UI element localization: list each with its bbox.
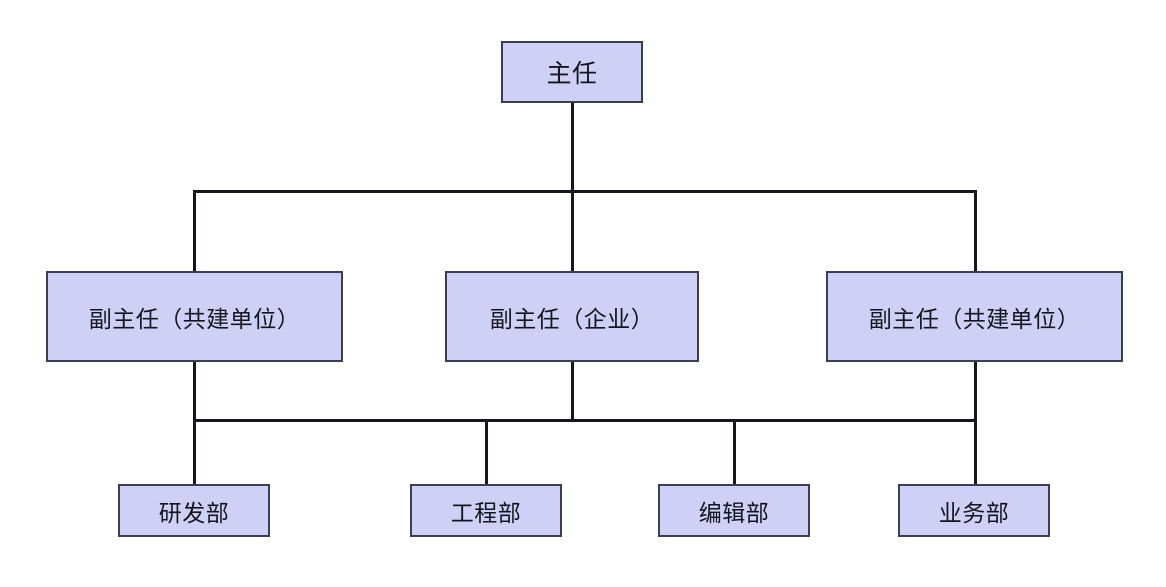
node-vice-director-enterprise[interactable]: 副主任（企业） <box>445 271 699 362</box>
connector-drop-vice-mid <box>571 190 574 273</box>
node-vice-director-joint-right[interactable]: 副主任（共建单位） <box>826 271 1123 362</box>
node-editorial-department[interactable]: 编辑部 <box>658 484 810 537</box>
connector-level3-bus <box>193 419 977 422</box>
connector-level2-bus <box>193 190 977 193</box>
node-engineering-department[interactable]: 工程部 <box>410 484 562 537</box>
connector-drop-vice-left <box>193 190 196 273</box>
node-director[interactable]: 主任 <box>501 41 643 103</box>
node-vice-director-joint-left[interactable]: 副主任（共建单位） <box>46 271 343 362</box>
connector-drop-dept-engineering <box>485 419 488 485</box>
connector-root-stem <box>571 103 574 193</box>
node-business-department[interactable]: 业务部 <box>898 484 1050 537</box>
connector-drop-vice-right <box>974 190 977 273</box>
connector-drop-dept-editorial <box>733 419 736 485</box>
connector-drop-dept-business <box>974 419 977 485</box>
node-rd-department[interactable]: 研发部 <box>118 484 270 537</box>
connector-stem-vice-mid <box>571 360 574 422</box>
connector-stem-vice-right <box>974 360 977 422</box>
connector-drop-dept-rd <box>193 419 196 485</box>
connector-stem-vice-left <box>193 360 196 422</box>
